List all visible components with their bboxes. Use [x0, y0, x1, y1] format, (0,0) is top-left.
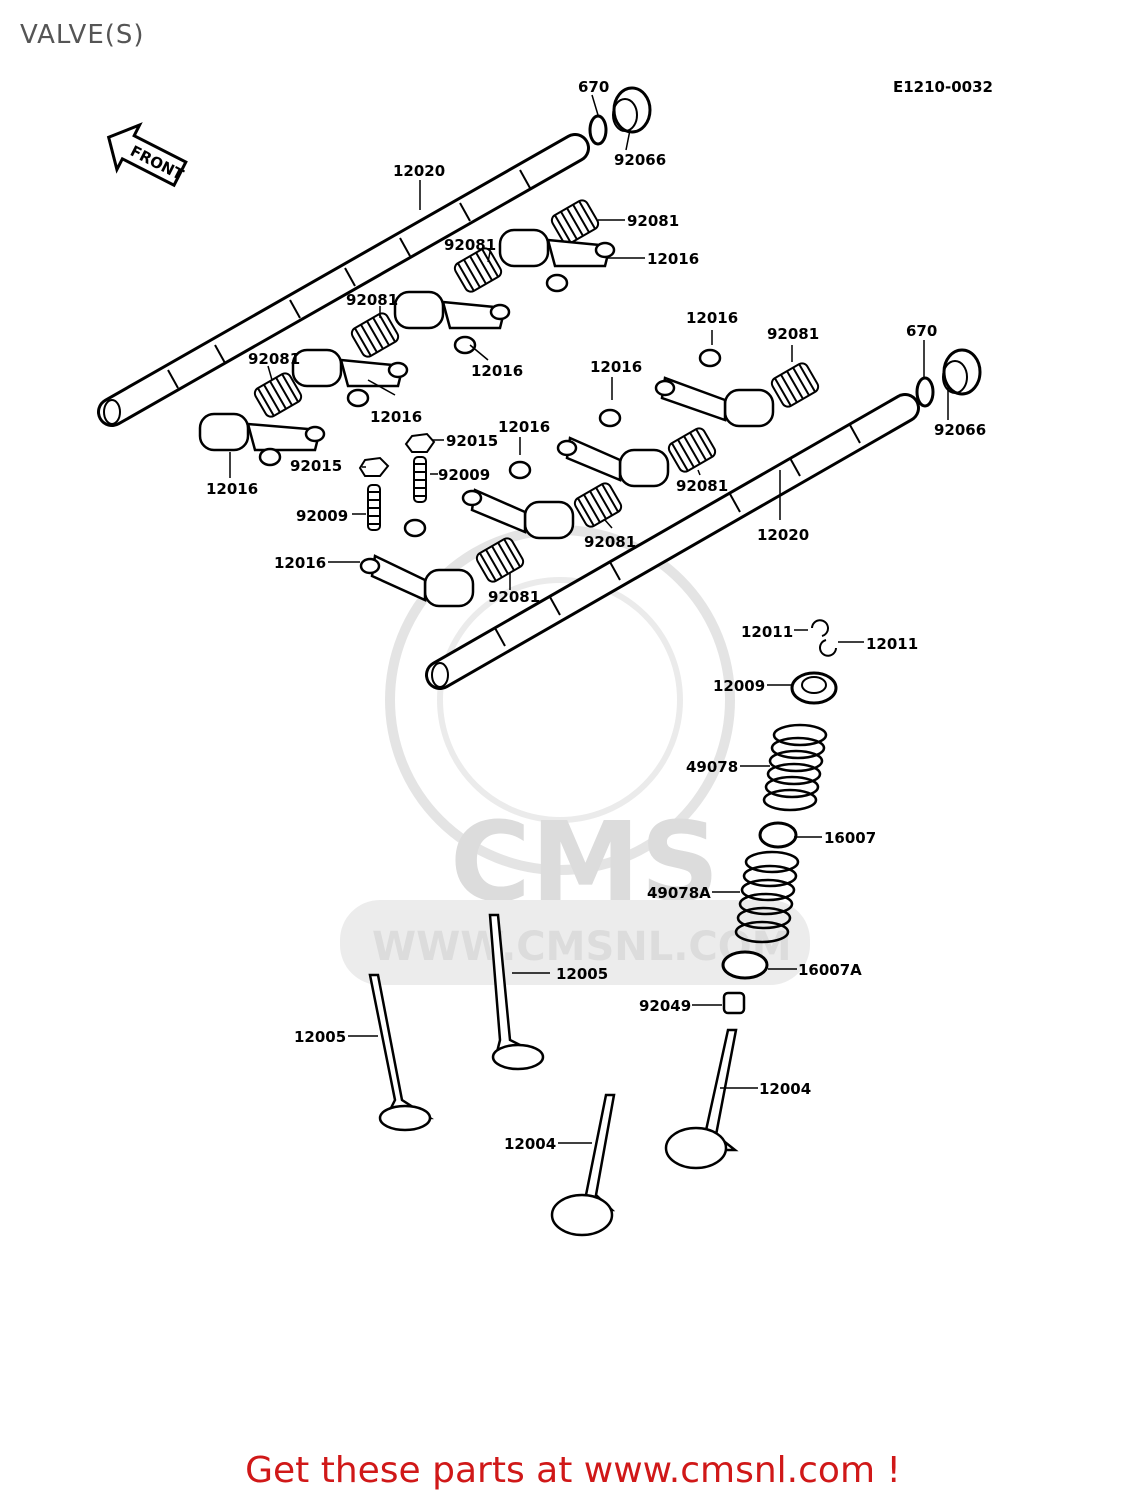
rocker-springs — [253, 199, 820, 583]
label-92081-d: 92081 — [767, 325, 819, 343]
page-title: VALVE(S) — [20, 20, 145, 50]
label-92009-b: 92009 — [296, 507, 348, 525]
label-12020-top: 12020 — [393, 162, 445, 180]
valve-spring-inner — [734, 850, 800, 944]
label-92081-a: 92081 — [627, 212, 679, 230]
label-12016-b: 12016 — [686, 309, 738, 327]
label-12016-d: 12016 — [471, 362, 523, 380]
label-12016-e: 12016 — [370, 408, 422, 426]
label-49078: 49078 — [686, 758, 738, 776]
label-92081-e: 92081 — [248, 350, 300, 368]
label-12009: 12009 — [713, 677, 765, 695]
camshaft-top — [97, 133, 590, 427]
leader-lines — [229, 94, 949, 1144]
valves — [368, 913, 739, 1237]
valve-cotters — [811, 619, 837, 657]
label-92081-b: 92081 — [444, 236, 496, 254]
front-arrow: FRONT — [106, 122, 188, 188]
label-12020-bottom: 12020 — [757, 526, 809, 544]
label-92066-bottom: 92066 — [934, 421, 986, 439]
label-16007a: 16007A — [798, 961, 862, 979]
watermark: CMS WWW.CMSNL.COM — [340, 525, 810, 985]
label-92066-top: 92066 — [614, 151, 666, 169]
label-12016-a: 12016 — [647, 250, 699, 268]
footer-banner-link[interactable]: Get these parts at www.cmsnl.com ! — [245, 1450, 901, 1491]
label-92081-f: 92081 — [676, 477, 728, 495]
adjusters — [358, 432, 436, 531]
part-labels: 670 92066 12020 92081 92081 12016 92081 … — [206, 78, 986, 1153]
label-12016-h: 12016 — [274, 554, 326, 572]
label-12005-a: 12005 — [556, 965, 608, 983]
label-12004-a: 12004 — [759, 1080, 811, 1098]
label-92081-c: 92081 — [346, 291, 398, 309]
label-670-bottom: 670 — [906, 322, 937, 340]
valve-spring-outer — [762, 723, 828, 812]
watermark-url: WWW.CMSNL.COM — [372, 924, 792, 970]
diagram-ref-code: E1210-0032 — [893, 78, 993, 96]
label-92015-b: 92015 — [290, 457, 342, 475]
label-12011-a: 12011 — [741, 623, 793, 641]
label-16007: 16007 — [824, 829, 876, 847]
label-92081-g: 92081 — [584, 533, 636, 551]
label-92015-a: 92015 — [446, 432, 498, 450]
rocker-arms — [198, 228, 775, 608]
label-92009-a: 92009 — [438, 466, 490, 484]
label-670-top: 670 — [578, 78, 609, 96]
cap-92066-top — [588, 86, 652, 146]
cap-92066-bottom — [915, 348, 982, 408]
parts-diagram: CMS WWW.CMSNL.COM E1210-0032 FRONT — [97, 78, 993, 1237]
spring-retainer — [790, 671, 838, 705]
spring-seat-16007a — [721, 950, 769, 980]
valve-stem-seal — [722, 991, 746, 1015]
label-49078a: 49078A — [647, 884, 711, 902]
spring-seat-16007 — [758, 821, 798, 849]
label-12016-g: 12016 — [206, 480, 258, 498]
label-92081-h: 92081 — [488, 588, 540, 606]
label-92049: 92049 — [639, 997, 691, 1015]
label-12016-c: 12016 — [590, 358, 642, 376]
camshaft-bottom — [425, 393, 920, 690]
label-12004-b: 12004 — [504, 1135, 556, 1153]
label-12011-b: 12011 — [866, 635, 918, 653]
label-12016-f: 12016 — [498, 418, 550, 436]
label-12005-b: 12005 — [294, 1028, 346, 1046]
